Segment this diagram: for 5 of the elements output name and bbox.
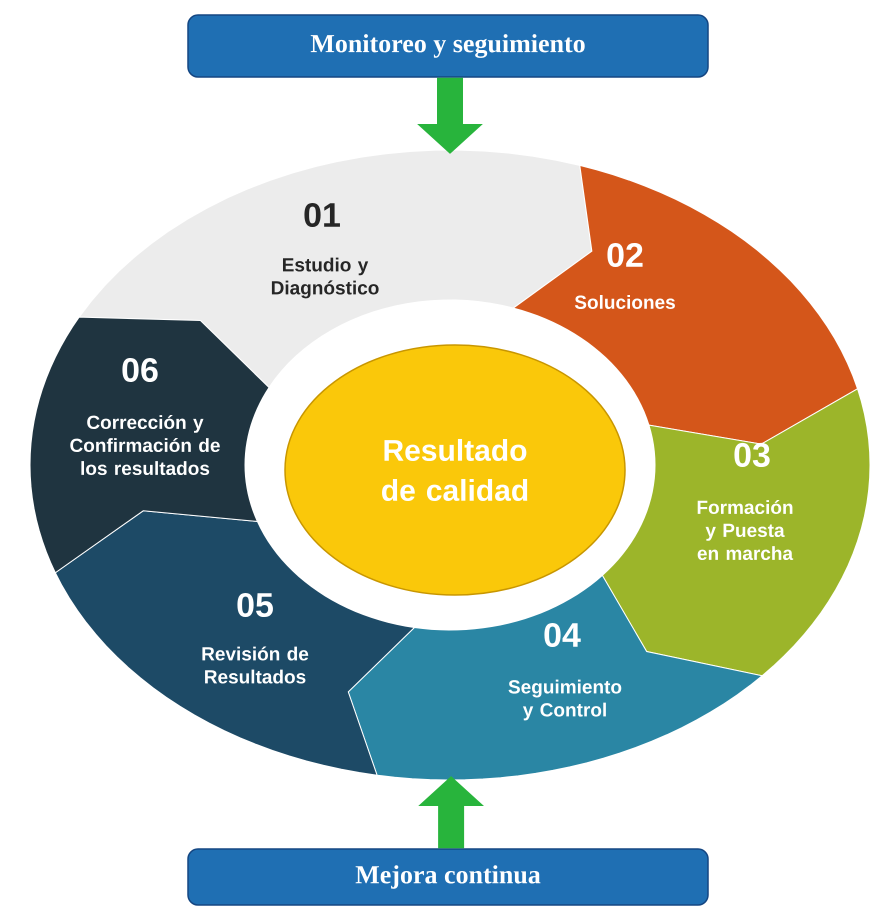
cycle-segment: 06 Corrección y Confirmación de los resultados bbox=[30, 316, 270, 574]
cycle-segment: 05 Revisión de Resultados bbox=[54, 510, 416, 776]
cycle-segment: 03 Formación y Puesta en marcha bbox=[602, 388, 870, 676]
banner: Monitoreo y seguimiento bbox=[187, 14, 709, 78]
banner: Mejora continua bbox=[187, 848, 709, 906]
